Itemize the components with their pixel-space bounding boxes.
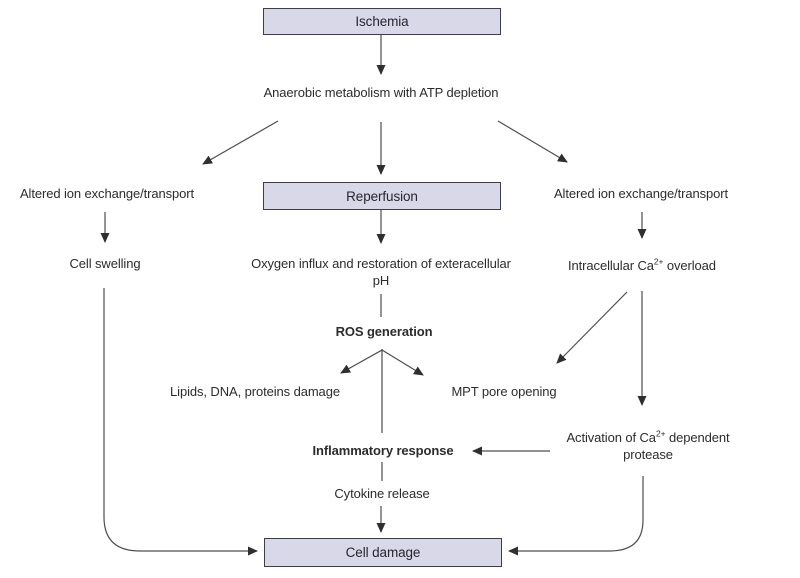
intracellular-text-post: overload bbox=[663, 258, 716, 273]
node-box-cell-damage: Cell damage bbox=[264, 538, 502, 567]
node-mpt-pore-opening: MPT pore opening bbox=[451, 384, 557, 399]
node-label-reperfusion: Reperfusion bbox=[346, 188, 418, 204]
node-oxygen-influx-line1: Oxygen influx and restoration of exterac… bbox=[251, 256, 511, 271]
node-box-ischemia: Ischemia bbox=[263, 8, 501, 35]
node-cell-swelling: Cell swelling bbox=[69, 256, 141, 271]
intracellular-text: Intracellular Ca bbox=[568, 258, 654, 273]
superscript-2plus: 2+ bbox=[653, 256, 664, 267]
arrow-ros-to-mpt bbox=[381, 349, 424, 376]
node-altered-ion-right: Altered ion exchange/transport bbox=[553, 186, 729, 201]
node-altered-ion-left: Altered ion exchange/transport bbox=[19, 186, 195, 201]
arrow-anaerobic-to-altered-left bbox=[202, 120, 279, 165]
node-oxygen-influx: Oxygen influx and restoration of exterac… bbox=[221, 256, 541, 290]
arrow-ros-to-lipids bbox=[340, 349, 383, 374]
arrow-intracellular-to-mpt bbox=[556, 291, 628, 364]
node-cytokine-release: Cytokine release bbox=[334, 486, 430, 501]
node-box-reperfusion: Reperfusion bbox=[263, 182, 501, 210]
node-anaerobic-metabolism: Anaerobic metabolism with ATP depletion bbox=[263, 85, 499, 100]
node-inflammatory-response: Inflammatory response bbox=[312, 443, 454, 458]
activation-text: Activation of Ca bbox=[566, 430, 656, 445]
activation-text-post: dependent protease bbox=[623, 430, 730, 462]
node-intracellular-ca-overload: Intracellular Ca2+ overload bbox=[532, 256, 752, 275]
superscript-2plus: 2+ bbox=[655, 428, 666, 439]
node-lipids-dna-proteins-damage: Lipids, DNA, proteins damage bbox=[170, 384, 340, 399]
arrow-anaerobic-to-altered-right bbox=[497, 120, 568, 163]
node-activation-ca-protease: Activation of Ca2+ dependent protease bbox=[543, 428, 753, 464]
node-label-ischemia: Ischemia bbox=[355, 14, 409, 29]
node-label-cell-damage: Cell damage bbox=[345, 545, 421, 560]
node-oxygen-influx-line2: pH bbox=[372, 272, 390, 288]
arrow-cell-swelling-to-cell-damage bbox=[103, 288, 258, 556]
node-ros-generation: ROS generation bbox=[335, 324, 433, 339]
arrow-activation-to-cell-damage bbox=[508, 476, 644, 556]
